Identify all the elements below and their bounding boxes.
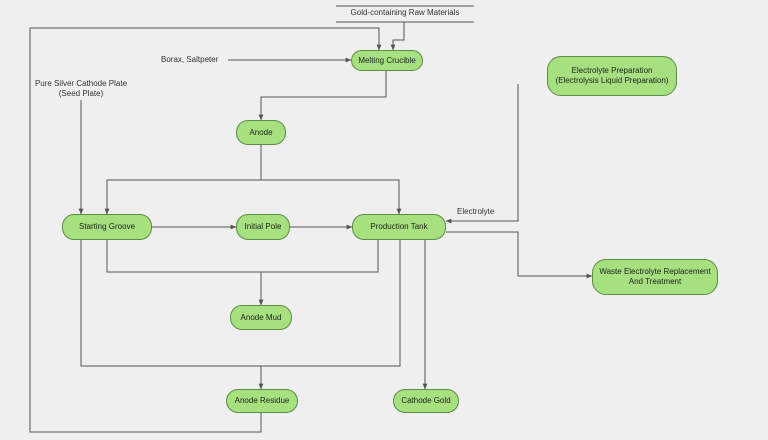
starting-groove-node: Starting Groove (62, 214, 152, 240)
edge-crucible-to-anode (258, 71, 387, 121)
edge-anode-to-production-tank (261, 179, 402, 215)
edge-tank-to-waste (446, 231, 593, 279)
raw-materials-label: Gold-containing Raw Materials (350, 8, 460, 17)
edge-raw-to-crucible (390, 22, 405, 51)
edge-electrolyte-to-tank (445, 84, 519, 224)
production-tank-node: Production Tank (352, 214, 446, 240)
waste-electrolyte-node: Waste Electrolyte Replacement And Treatm… (592, 259, 718, 295)
anode-mud-node: Anode Mud (230, 305, 292, 330)
edge-groove-to-mud (106, 240, 379, 273)
initial-pole-node: Initial Pole (236, 214, 290, 240)
anode-residue-node: Anode Residue (226, 389, 298, 413)
borax-saltpeter-label: Borax, Saltpeter (161, 55, 219, 64)
silver-cathode-plate-label: Pure Silver Cathode Plate (Seed Plate) (34, 79, 128, 98)
edge-anode-to-starting-groove (104, 179, 261, 215)
electrolyte-preparation-node: Electrolyte Preparation (Electrolysis Li… (547, 56, 677, 96)
edge-groove-to-residue (80, 240, 401, 367)
edge-residue-loop-to-crucible (29, 27, 382, 433)
melting-crucible-node: Melting Crucible (351, 50, 423, 71)
cathode-gold-node: Cathode Gold (393, 389, 459, 413)
anode-node: Anode (236, 120, 286, 145)
electrolyte-edge-label: Electrolyte (457, 207, 495, 216)
